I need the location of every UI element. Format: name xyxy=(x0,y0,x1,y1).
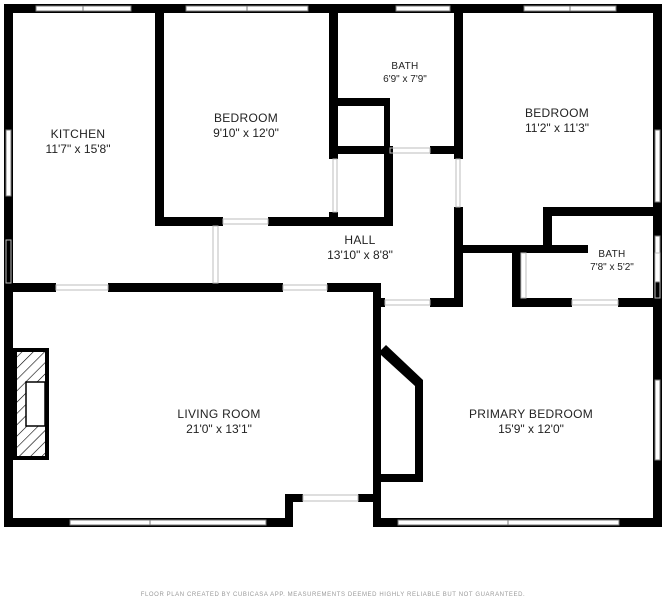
wall-bath2-inner xyxy=(512,253,521,307)
wall-bath2-bottom xyxy=(512,298,572,307)
wall-hall-primary xyxy=(381,298,385,307)
windows xyxy=(5,5,661,526)
wall-bath-bedroom2 xyxy=(454,4,463,159)
window-primary-right xyxy=(654,379,661,461)
wall-closet-bottom xyxy=(336,217,393,226)
room-dimensions: 9'10" x 12'0" xyxy=(213,126,279,140)
room-name: BEDROOM xyxy=(524,106,590,120)
window-bath2-right xyxy=(654,235,661,283)
room-label-hall: HALL 13'10" x 8'8" xyxy=(327,233,393,263)
wall-bedroom1-bath xyxy=(329,4,338,159)
room-label-bedroom-2: BEDROOM 11'2" x 11'3" xyxy=(525,106,589,136)
room-label-bedroom-1: BEDROOM 9'10" x 12'0" xyxy=(213,111,279,141)
room-label-primary-bedroom: PRIMARY BEDROOM 15'9" x 12'0" xyxy=(469,407,593,437)
room-name: HALL xyxy=(344,233,376,247)
wall-bedroom1-bottom-right xyxy=(268,217,336,226)
room-name: PRIMARY BEDROOM xyxy=(468,407,594,421)
wall-living-primary xyxy=(373,283,381,518)
window-bedroom2-right xyxy=(654,129,661,203)
wall-closet-right xyxy=(384,146,393,226)
wall-bath2-bottom-right xyxy=(618,298,662,307)
window-living-bottom xyxy=(69,519,267,526)
room-label-kitchen: KITCHEN 11'7" x 15'8" xyxy=(46,127,111,157)
room-dimensions: 11'7" x 15'8" xyxy=(45,142,111,156)
room-name: BATH xyxy=(391,61,419,72)
wall-kitchen-living-right xyxy=(327,283,381,292)
exterior-wall-bottom-notch-top xyxy=(285,494,303,502)
wall-bath2-left xyxy=(543,207,552,251)
room-dimensions: 6'9" x 7'9" xyxy=(383,73,427,85)
wall-kitchen-bedroom xyxy=(155,4,164,226)
wall-bedroom1-bottom-left xyxy=(155,217,223,226)
fireplace-box xyxy=(25,381,46,427)
wall-hall-right-upper xyxy=(454,207,463,302)
room-dimensions: 11'2" x 11'3" xyxy=(524,121,590,135)
walls xyxy=(4,4,662,527)
room-name: KITCHEN xyxy=(50,127,106,141)
wall-bath2-top xyxy=(455,245,588,253)
window-kitchen-left xyxy=(5,129,12,197)
wall-closet-left xyxy=(329,212,338,226)
room-name: LIVING ROOM xyxy=(177,407,261,421)
room-dimensions: 21'0" x 13'1" xyxy=(186,422,252,436)
room-dimensions: 7'8" x 5'2" xyxy=(590,261,634,273)
bay-wall xyxy=(381,345,423,482)
room-dimensions: 15'9" x 12'0" xyxy=(498,422,564,436)
wall-kitchen-living-left xyxy=(4,283,56,292)
room-label-bath-2: BATH 7'8" x 5'2" xyxy=(590,249,634,274)
exterior-wall-bottom-notch-right xyxy=(358,494,376,502)
room-label-living-room: LIVING ROOM 21'0" x 13'1" xyxy=(177,407,260,437)
room-label-bath-1: BATH 6'9" x 7'9" xyxy=(383,61,427,86)
wall-bath-shelf xyxy=(338,98,390,106)
door-openings xyxy=(5,147,661,502)
exterior-wall-left xyxy=(4,4,13,527)
footer-disclaimer: FLOOR PLAN CREATED BY CUBICASA APP. MEAS… xyxy=(140,592,526,598)
wall-bedroom2-bottom xyxy=(543,207,662,216)
window-bath-top xyxy=(395,5,451,12)
wall-kitchen-living-mid xyxy=(108,283,283,292)
wall-bath-bottom xyxy=(338,146,390,154)
room-dimensions: 13'10" x 8'8" xyxy=(327,248,393,262)
wall-hall-bottom xyxy=(430,298,463,307)
room-name: BEDROOM xyxy=(213,111,279,125)
wall-bath-bottom-right xyxy=(430,146,463,154)
room-name: BATH xyxy=(598,249,626,260)
wall-bath-shelf-v xyxy=(384,98,390,153)
exterior-wall-bottom-notch xyxy=(285,494,293,527)
